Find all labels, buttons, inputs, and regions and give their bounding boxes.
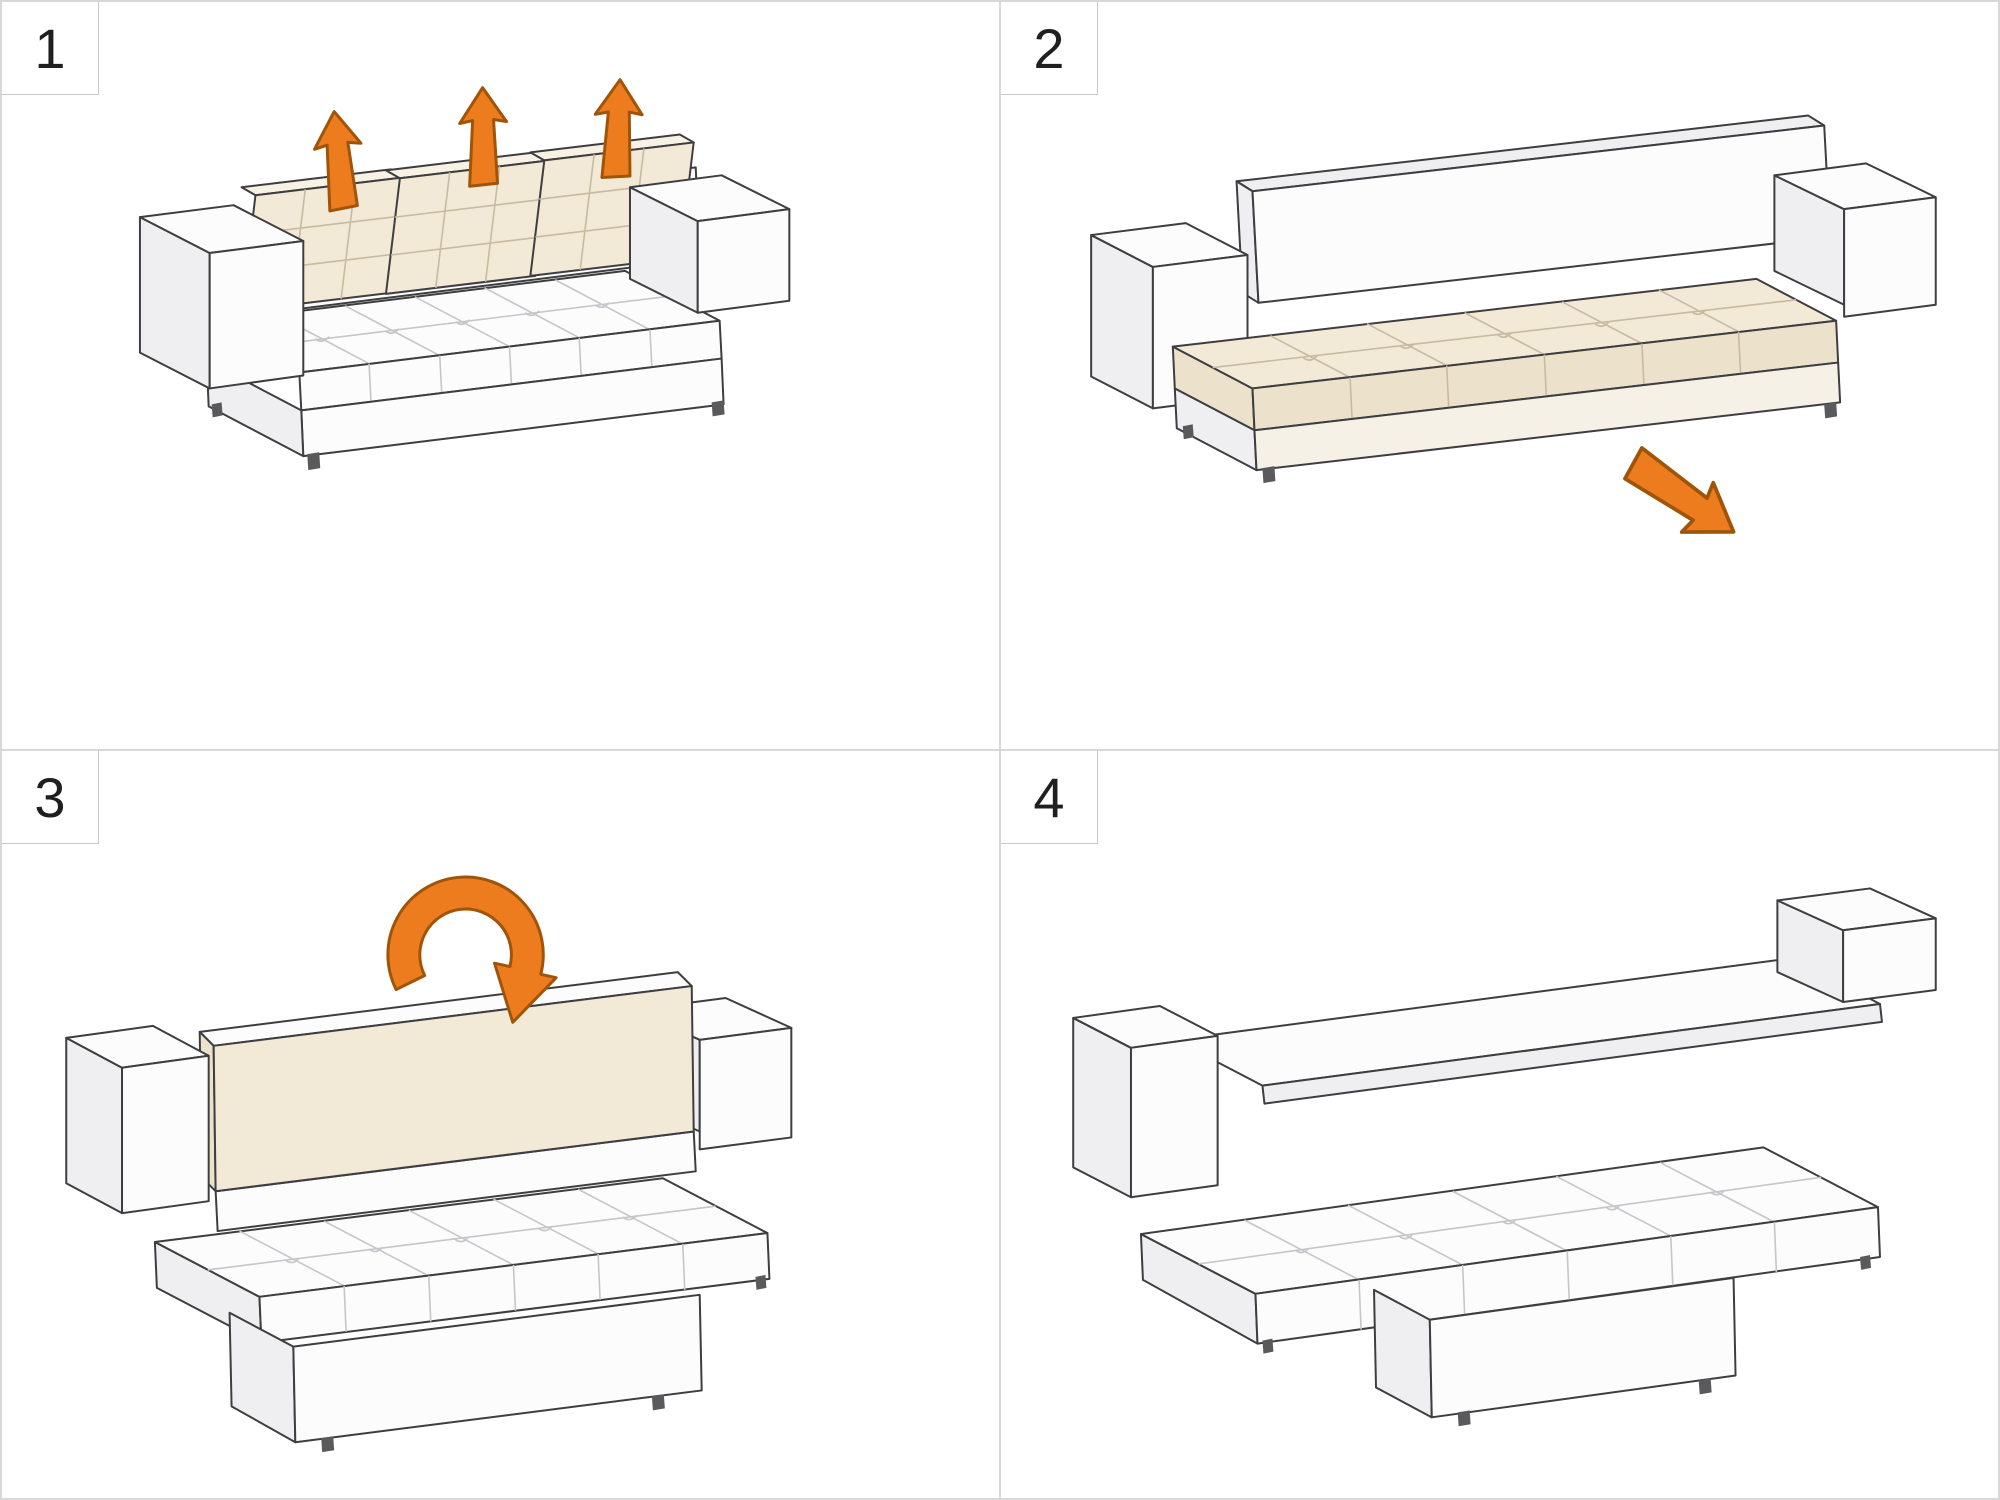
up-arrow-icon-right — [593, 78, 644, 179]
up-arrow-icon-left — [312, 110, 363, 213]
sofa-backrest-panel — [1235, 114, 1832, 304]
step1-illustration — [138, 78, 791, 471]
pull-out-arrow-icon — [1623, 446, 1736, 534]
step-panel-1: 1 — [1, 1, 1000, 750]
armrest-left — [138, 204, 305, 390]
step-number-badge: 1 — [2, 2, 99, 95]
step-number-badge: 3 — [2, 751, 99, 844]
step-number: 1 — [34, 16, 66, 80]
step-number: 2 — [1033, 16, 1065, 80]
step-panel-3: 3 — [1, 750, 1000, 1499]
step-panel-2: 2 — [1000, 1, 1999, 750]
step2-illustration — [1090, 114, 1937, 534]
bed-base — [1373, 1276, 1737, 1419]
armrest-left — [65, 1024, 210, 1215]
pulled-out-seat — [153, 1177, 771, 1344]
up-arrow-icon-middle — [458, 86, 508, 188]
step3-illustration — [65, 875, 793, 1453]
pulled-out-frame — [228, 1293, 703, 1444]
tufted-seat — [1171, 277, 1840, 432]
sofa-with-back-cushions — [138, 133, 791, 471]
step-number: 3 — [34, 765, 66, 829]
back-cushion-middle — [384, 151, 551, 295]
step4-illustration — [1072, 887, 1937, 1427]
upright-backrest — [198, 971, 695, 1193]
step-number-badge: 4 — [1001, 751, 1098, 844]
sofa-base — [1173, 361, 1842, 472]
armrest-left — [1072, 1004, 1219, 1199]
armrest-right — [1773, 162, 1937, 318]
step-number: 4 — [1033, 765, 1065, 829]
step-panel-4: 4 — [1000, 750, 1999, 1499]
armrest-right — [628, 174, 791, 314]
armrest-right — [1776, 887, 1937, 1003]
step-number-badge: 2 — [1001, 2, 1098, 95]
fold-over-curved-arrow-icon — [386, 875, 558, 1024]
folded-flat-backrest — [1173, 957, 1883, 1105]
